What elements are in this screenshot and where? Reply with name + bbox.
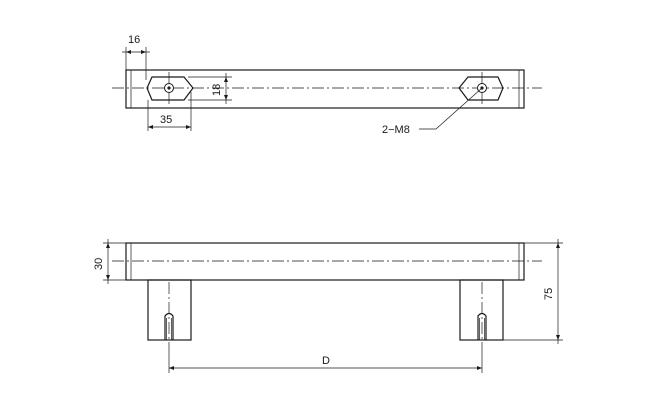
thread-callout-label: 2−M8 (382, 124, 410, 136)
right-mounting-slot (458, 76, 504, 101)
left-mounting-slot (146, 76, 194, 101)
dim-16-label: 16 (128, 34, 140, 46)
dim-75-label: 75 (543, 288, 555, 300)
dim-d-label: D (322, 355, 330, 367)
right-leg (459, 279, 504, 341)
dim-16: 16 (122, 34, 150, 80)
dim-d: D (168, 352, 483, 373)
top-bar-outline (125, 69, 525, 109)
thread-callout: 2−M8 (382, 87, 483, 136)
dim-35: 35 (147, 92, 192, 131)
top-view: 16 18 35 2−M8 (112, 34, 542, 136)
front-bar-outline (125, 242, 525, 281)
dim-35-label: 35 (160, 114, 172, 126)
dim-18-label: 18 (211, 84, 223, 96)
front-view: 30 75 D (93, 239, 563, 373)
dim-18: 18 (188, 73, 232, 104)
dim-30: 30 (93, 239, 126, 284)
dim-30-label: 30 (93, 258, 105, 270)
left-leg (147, 279, 192, 341)
dim-75: 75 (503, 239, 563, 344)
